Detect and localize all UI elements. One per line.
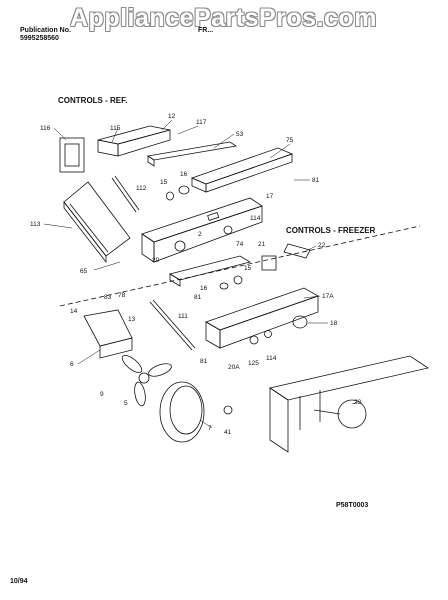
callout-20: 20 [152,257,160,264]
callout-16: 16 [180,171,188,178]
callout-17: 17 [266,193,274,200]
callout-74: 74 [236,241,244,248]
callout-113: 113 [30,221,41,228]
part-7-shroud [159,381,205,443]
leader-lines [43,119,359,429]
part-116-inner [64,143,80,167]
part-125-clip [249,335,259,345]
callout-15-freezer: 15 [244,265,252,272]
callout-81-freezer: 81 [194,294,202,301]
callout-114: 114 [250,215,261,222]
drawing-code: P58T0003 [336,502,369,509]
callout-6: 6 [70,361,74,368]
callout-112: 112 [136,185,147,192]
part-74-bracket [168,255,252,287]
publication-label: Publication No. [20,27,71,34]
callout-81-lower: 81 [200,358,208,365]
part-2-knob [174,240,186,252]
part-116-knob-plate [59,137,85,173]
part-112-rod [111,175,140,213]
callout-115: 115 [110,125,121,132]
part-callouts: 116 115 12 117 53 75 16 15 112 81 17 113… [30,113,362,436]
callout-5: 5 [124,400,128,407]
part-111-rod [149,301,193,351]
section-divider [59,225,421,307]
part-75-cover [190,147,294,193]
revision-date: 10/94 [10,578,28,585]
callout-18: 18 [330,320,338,327]
callout-41: 41 [224,429,232,436]
callout-22: 22 [318,242,326,249]
part-113-panel [63,181,131,264]
part-21-thermostat [261,255,277,271]
callout-75: 75 [286,137,294,144]
callout-14: 14 [70,308,78,315]
part-16-freezer-socket [219,282,229,290]
callout-117: 117 [196,119,207,126]
part-18-knob [292,315,308,329]
part-14-mount [83,309,133,359]
callout-83: 83 [104,294,112,301]
callout-2: 2 [198,231,202,238]
part-12-bracket [97,125,171,157]
callout-111: 111 [178,313,188,320]
callout-65: 65 [80,268,88,275]
callout-12: 12 [168,113,176,120]
part-15-bulb [166,191,174,201]
callout-20a: 20A [228,364,240,371]
cabinet-corner [269,355,429,453]
callout-15: 15 [160,179,168,186]
watermark: AppliancePartsPros.com [70,4,377,32]
callout-114-freezer: 114 [266,355,277,362]
part-23-detail-circle [337,399,367,429]
callout-13: 13 [128,316,136,323]
model-number: FR... [198,27,214,34]
part-114-freezer-clip [264,330,272,338]
callout-53: 53 [236,131,244,138]
section-title-freezer: CONTROLS - FREEZER [286,226,376,235]
callout-9: 9 [100,391,104,398]
callout-17a: 17A [322,293,334,300]
part-16-lamp-socket [178,185,190,195]
callout-16-freezer: 16 [200,285,208,292]
part-15-freezer-bulb [233,275,243,285]
callout-116: 116 [40,125,51,132]
part-17a-housing [205,287,319,349]
callout-7: 7 [208,425,212,432]
callout-23: 23 [354,399,362,406]
section-title-refrigerator: CONTROLS - REF. [58,96,128,105]
callout-78: 78 [118,292,126,299]
part-22-cap [283,243,311,259]
part-17-housing [141,197,263,263]
part-114-clip [223,225,233,235]
callout-81-ref: 81 [312,177,320,184]
part-53-bar [146,141,238,167]
part-5-fan-blade [121,354,172,407]
callout-21: 21 [258,241,266,248]
publication-number: 5995258560 [20,35,59,42]
part-41-screw [223,405,233,415]
callout-125: 125 [248,360,259,367]
